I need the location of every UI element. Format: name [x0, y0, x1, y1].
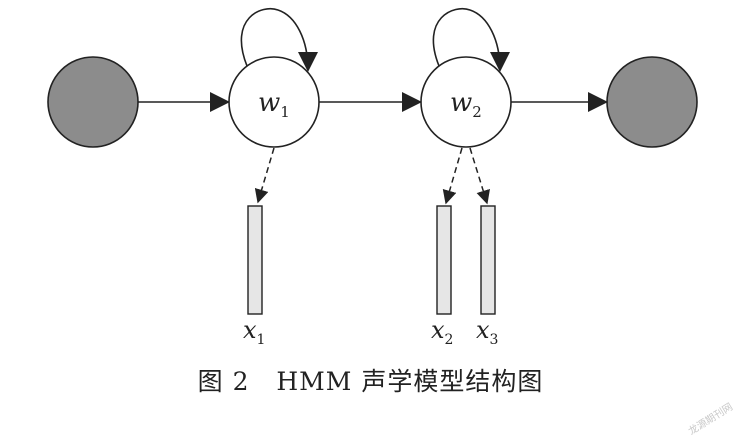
self-loop-w1	[240, 7, 318, 72]
start-state	[47, 56, 139, 148]
observation-x2	[436, 205, 452, 315]
observation-x1	[247, 205, 263, 315]
hmm-diagram-canvas: w1 w2 x1 x2 x3	[47, 7, 698, 348]
figure-caption: 图 2 HMM 声学模型结构图	[0, 362, 741, 398]
emission-w2-x2	[442, 147, 463, 205]
state-w2-label: w2	[450, 88, 482, 121]
state-w1-label: w1	[258, 88, 290, 121]
end-state	[606, 56, 698, 148]
observation-x2-label: x2	[431, 316, 453, 348]
emission-w2-x3	[469, 147, 490, 205]
figure-title: HMM 声学模型结构图	[276, 367, 544, 396]
observation-x3-label: x3	[476, 316, 498, 348]
hmm-diagram: w1 w2 x1 x2 x3 图 2 HMM 声学模型结构图 龙源期刊网	[0, 7, 741, 437]
figure-number: 图 2	[197, 367, 250, 396]
self-loop-w2	[432, 7, 510, 72]
observation-x1-label: x1	[243, 316, 265, 348]
emission-w1-x1	[254, 147, 275, 204]
observation-x3	[480, 205, 496, 315]
